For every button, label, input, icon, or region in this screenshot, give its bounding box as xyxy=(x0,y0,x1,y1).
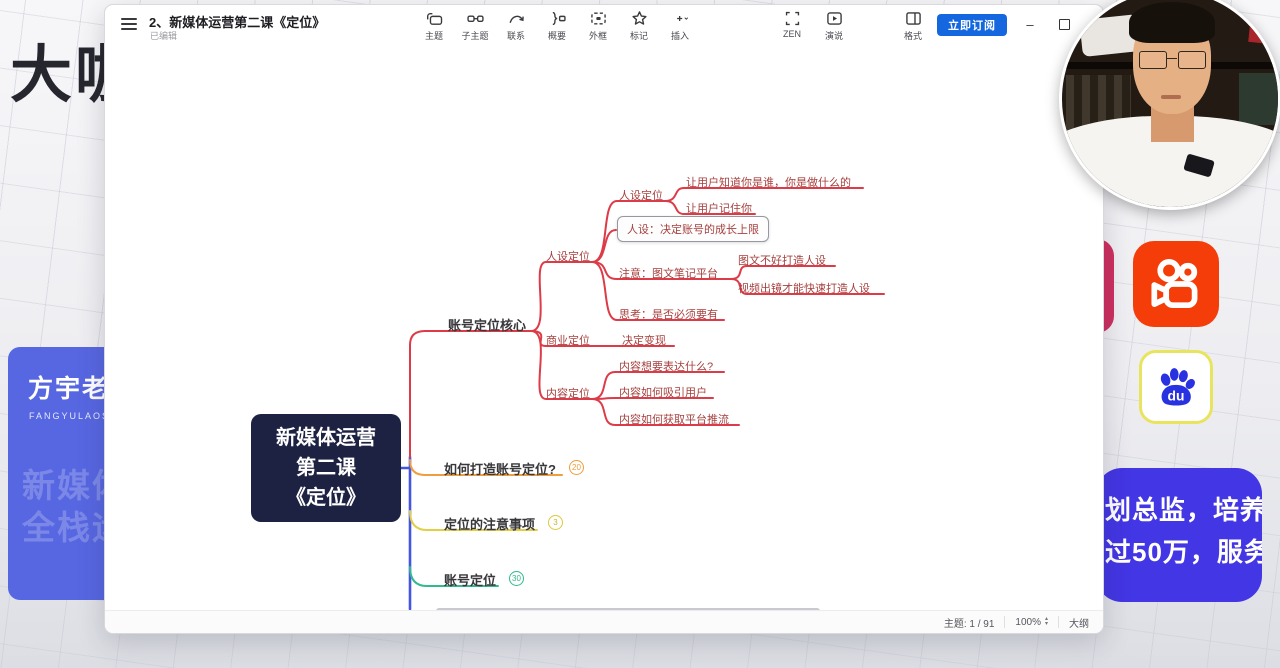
svg-text:du: du xyxy=(1168,387,1185,403)
boundary-icon xyxy=(590,12,606,25)
promo-line-1: 划总监，培养 xyxy=(1105,495,1262,525)
main-toolbar: 主题 子主题 联系 概要 xyxy=(419,10,695,42)
leaf-content-attract-users[interactable]: 内容如何吸引用户 xyxy=(619,387,707,399)
topic-how-to-build-positioning[interactable]: 如何打造账号定位? xyxy=(444,462,556,477)
summary-button[interactable]: 概要 xyxy=(542,10,572,42)
zoom-control[interactable]: 100% ▴▾ xyxy=(1015,616,1048,628)
outline-button[interactable]: 大纲 xyxy=(1069,618,1089,630)
presenter-mouth xyxy=(1161,94,1181,99)
baidu-icon: du xyxy=(1139,350,1213,424)
present-button[interactable]: 演说 xyxy=(819,10,849,42)
topic-account-positioning-core[interactable]: 账号定位核心 xyxy=(448,318,527,333)
selected-topic-persona-growth-limit[interactable]: 人设：决定账号的成长上限 xyxy=(617,216,769,242)
topic-positioning-notes[interactable]: 定位的注意事项 xyxy=(444,517,536,532)
leaf-image-text-hard-persona[interactable]: 图文不好打造人设 xyxy=(738,255,826,267)
minimize-button[interactable]: – xyxy=(1026,16,1034,32)
glasses-bridge xyxy=(1166,57,1178,60)
kuaishou-icon xyxy=(1133,241,1219,327)
glasses-icon xyxy=(1138,51,1206,69)
save-status: 已编辑 xyxy=(150,31,178,41)
shelf-red-book xyxy=(1248,7,1274,44)
teacher-name-pinyin: FANGYULAOSHI xyxy=(29,411,124,421)
promo-line-2: 过50万，服务 xyxy=(1105,537,1262,567)
play-icon xyxy=(826,12,842,25)
presenter-hair xyxy=(1128,1,1216,43)
shelf-books-right xyxy=(1239,73,1278,125)
webcam-overlay xyxy=(1059,0,1280,210)
zen-icon xyxy=(785,11,799,26)
topic-icon xyxy=(426,13,442,25)
relationship-button[interactable]: 联系 xyxy=(501,10,531,42)
central-topic[interactable]: 新媒体运营 第二课 《定位》 xyxy=(251,414,401,522)
topic-counter: 主题: 1 / 91 xyxy=(943,618,995,630)
collapse-badge-orange[interactable]: 20 xyxy=(569,460,584,475)
leaf-decides-monetization[interactable]: 决定变现 xyxy=(622,335,666,347)
promo-card: 划总监，培养 过50万，服务 xyxy=(1096,468,1262,602)
leaf-content-express-what[interactable]: 内容想要表达什么? xyxy=(619,361,714,373)
divider xyxy=(1058,616,1059,628)
boundary-button[interactable]: 外框 xyxy=(583,10,613,42)
subtopic-persona-positioning[interactable]: 人设定位 xyxy=(546,251,590,263)
document-title: 2、新媒体运营第二课《定位》 xyxy=(149,15,326,30)
leaf-let-users-remember-you[interactable]: 让用户记住你 xyxy=(686,203,752,215)
kuaishou-camera-glyph xyxy=(1151,258,1198,309)
maximize-icon xyxy=(1058,18,1070,30)
leaf-content-platform-traffic[interactable]: 内容如何获取平台推流 xyxy=(619,414,729,426)
zoom-level: 100% xyxy=(1015,616,1041,628)
zoom-stepper-icon: ▴▾ xyxy=(1044,616,1048,627)
marker-button[interactable]: 标记 xyxy=(624,10,654,42)
mindmap-app-window: 2、新媒体运营第二课《定位》 已编辑 主题 子主题 联系 xyxy=(104,4,1104,634)
view-toolbar: ZEN 演说 xyxy=(777,10,849,42)
subtopic-note-image-text-platform[interactable]: 注意：图文笔记平台 xyxy=(619,268,718,280)
divider xyxy=(1004,616,1006,628)
menu-icon[interactable] xyxy=(121,18,137,30)
subtopic-content-positioning[interactable]: 内容定位 xyxy=(546,388,590,400)
topic-button[interactable]: 主题 xyxy=(419,10,449,42)
relationship-icon xyxy=(508,15,524,24)
leaf-let-users-know-you[interactable]: 让用户知道你是谁，你是做什么的 xyxy=(686,177,851,189)
subtopic-button[interactable]: 子主题 xyxy=(460,10,490,42)
mindmap-connectors xyxy=(399,187,885,611)
insert-button[interactable]: 插入 xyxy=(665,10,695,42)
zen-mode-button[interactable]: ZEN xyxy=(777,10,807,42)
glasses-right-lens xyxy=(1177,51,1206,69)
topic-account-positioning[interactable]: 账号定位 xyxy=(444,573,497,588)
baidu-paw-glyph: du xyxy=(1160,368,1195,406)
maximize-button[interactable] xyxy=(1051,13,1077,35)
star-icon xyxy=(631,11,647,25)
subtopic-think-necessary[interactable]: 思考：是否必须要有 xyxy=(619,309,718,321)
subtopic-icon xyxy=(466,15,484,22)
format-button[interactable]: 格式 xyxy=(898,10,928,42)
subtopic-business-positioning[interactable]: 商业定位 xyxy=(546,335,590,347)
glasses-left-lens xyxy=(1138,51,1167,69)
status-bar: 主题: 1 / 91 100% ▴▾ 大纲 xyxy=(105,610,1103,633)
collapse-badge-yellow[interactable]: 3 xyxy=(548,515,563,530)
format-panel-icon xyxy=(905,12,921,25)
leaf-video-fast-persona[interactable]: 视频出镜才能快速打造人设 xyxy=(738,283,870,295)
plus-chevron-icon xyxy=(676,15,688,22)
subscribe-button[interactable]: 立即订阅 xyxy=(937,14,1007,36)
subtopic-persona-positioning-2[interactable]: 人设定位 xyxy=(619,190,663,202)
summary-icon xyxy=(552,11,566,26)
collapse-badge-teal[interactable]: 30 xyxy=(509,571,524,586)
